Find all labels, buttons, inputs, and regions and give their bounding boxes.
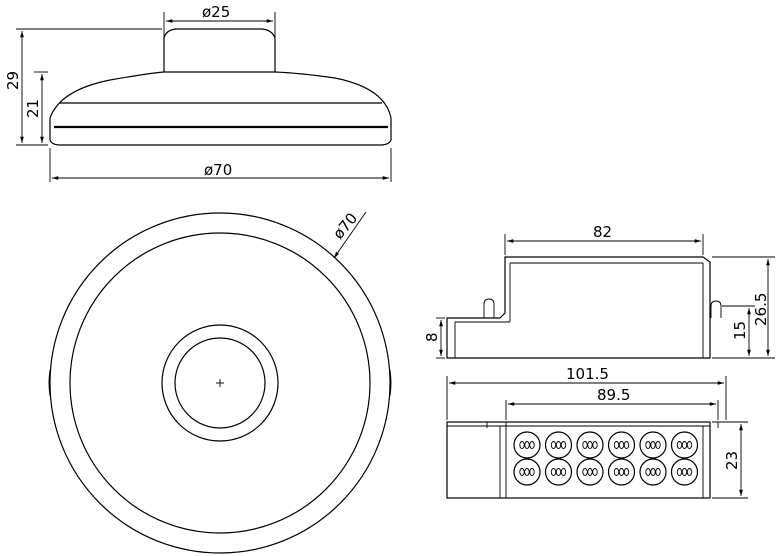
dim-top-diameter: ø25 (202, 3, 230, 21)
dim-box-width: 23 (723, 451, 741, 470)
top-view: ø70 (48, 209, 392, 554)
dome-outline (49, 71, 392, 140)
dim-body-height: 21 (24, 99, 42, 118)
body-base (49, 139, 392, 146)
outer-circle (49, 212, 391, 554)
side-view: ø25 29 21 ø70 (4, 3, 392, 182)
terminal (607, 431, 636, 486)
dim-top-view-diameter: ø70 (329, 209, 361, 242)
dim-box-height: 26.5 (752, 293, 770, 326)
terminal (544, 431, 573, 486)
terminal (639, 431, 667, 486)
dim-flange: 8 (423, 332, 441, 342)
inner-ring (69, 232, 371, 534)
dim-total-height: 29 (4, 71, 22, 90)
dim-box-length: 82 (593, 223, 612, 241)
dim-box-inner-height: 15 (731, 321, 749, 340)
box-side-outline (446, 256, 711, 359)
terminal (576, 431, 604, 486)
knob-inner (174, 337, 266, 429)
dim-box-overall: 101.5 (566, 365, 609, 383)
box-top-outline (446, 421, 711, 499)
dim-box-inner: 89.5 (597, 386, 630, 404)
box-top-view: 101.5 89.5 23 (446, 365, 748, 499)
box-side-view: 82 26.5 15 8 (423, 223, 775, 359)
terminal-block (513, 431, 699, 486)
terminal (513, 431, 541, 486)
knob-outer (161, 324, 279, 442)
terminal (670, 431, 699, 486)
knob-outline (163, 28, 276, 72)
dim-base-diameter: ø70 (204, 161, 232, 179)
